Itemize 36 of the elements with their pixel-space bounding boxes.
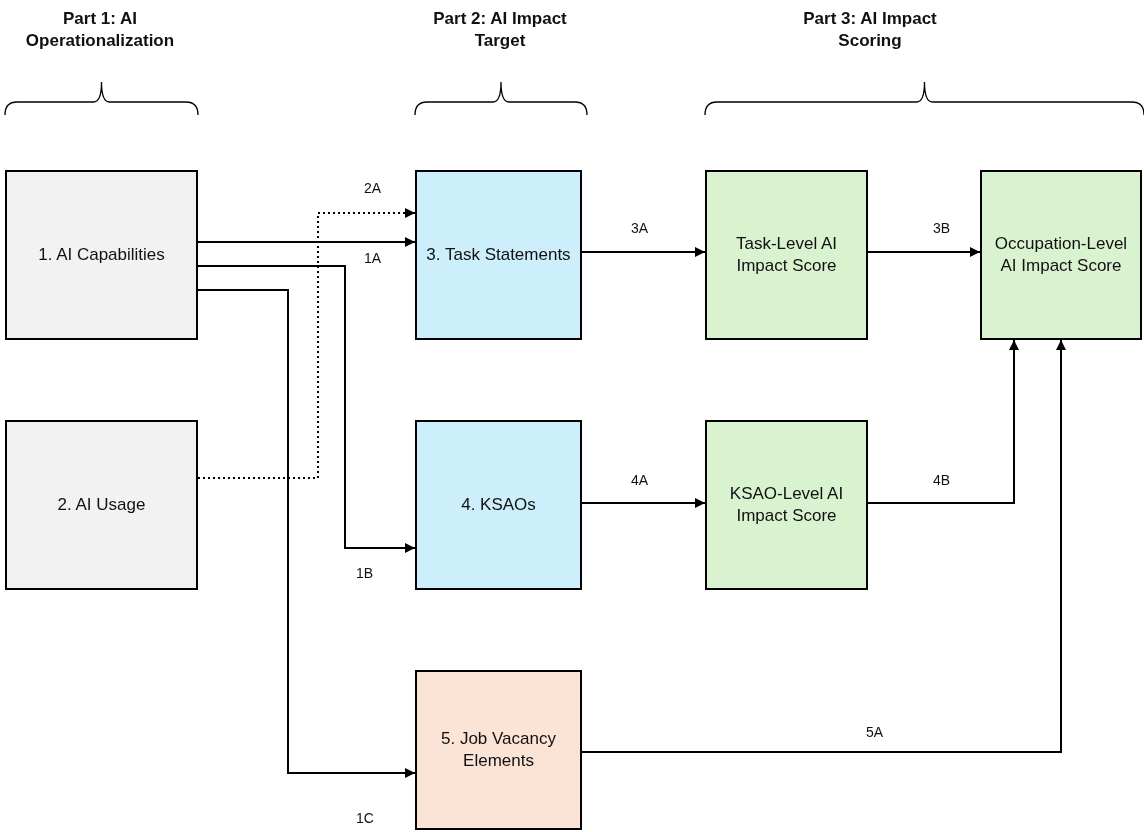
box-label: 3. Task Statements bbox=[425, 243, 572, 266]
edge-label: 4A bbox=[631, 472, 649, 488]
edge-label: 1A bbox=[364, 250, 382, 266]
edge-label: 2A bbox=[364, 180, 382, 196]
edge-label: 1B bbox=[356, 565, 374, 581]
edge-label: 3A bbox=[631, 220, 649, 236]
box-label: 5. Job Vacancy Elements bbox=[440, 727, 557, 772]
arrow bbox=[867, 247, 981, 257]
arrow bbox=[197, 289, 416, 778]
process-box bbox=[415, 170, 582, 340]
section-heading: Part 2: AI Impact Target bbox=[432, 8, 568, 53]
process-box bbox=[5, 420, 198, 590]
process-box bbox=[705, 420, 868, 590]
arrow bbox=[581, 247, 706, 257]
process-box bbox=[980, 170, 1142, 340]
arrow bbox=[581, 339, 1066, 753]
arrow bbox=[581, 498, 706, 508]
box-label: KSAO-Level AI Impact Score bbox=[728, 482, 845, 527]
arrow bbox=[867, 339, 1019, 504]
edge-label: 4B bbox=[933, 472, 951, 488]
edge-label: 5A bbox=[866, 724, 884, 740]
arrow bbox=[197, 265, 416, 553]
arrow bbox=[197, 237, 416, 247]
process-box bbox=[415, 670, 582, 830]
section-heading: Part 3: AI Impact Scoring bbox=[802, 8, 938, 53]
box-label: 2. AI Usage bbox=[56, 493, 147, 516]
edge-label: 1C bbox=[356, 810, 374, 826]
process-box bbox=[5, 170, 198, 340]
box-label: 4. KSAOs bbox=[460, 493, 537, 516]
process-box bbox=[705, 170, 868, 340]
process-box bbox=[415, 420, 582, 590]
section-heading: Part 1: AI Operationalization bbox=[24, 8, 176, 53]
box-label: 1. AI Capabilities bbox=[37, 243, 166, 266]
box-label: Task-Level AI Impact Score bbox=[734, 232, 839, 277]
edge-label: 3B bbox=[933, 220, 951, 236]
box-label: Occupation-Level AI Impact Score bbox=[993, 232, 1129, 277]
